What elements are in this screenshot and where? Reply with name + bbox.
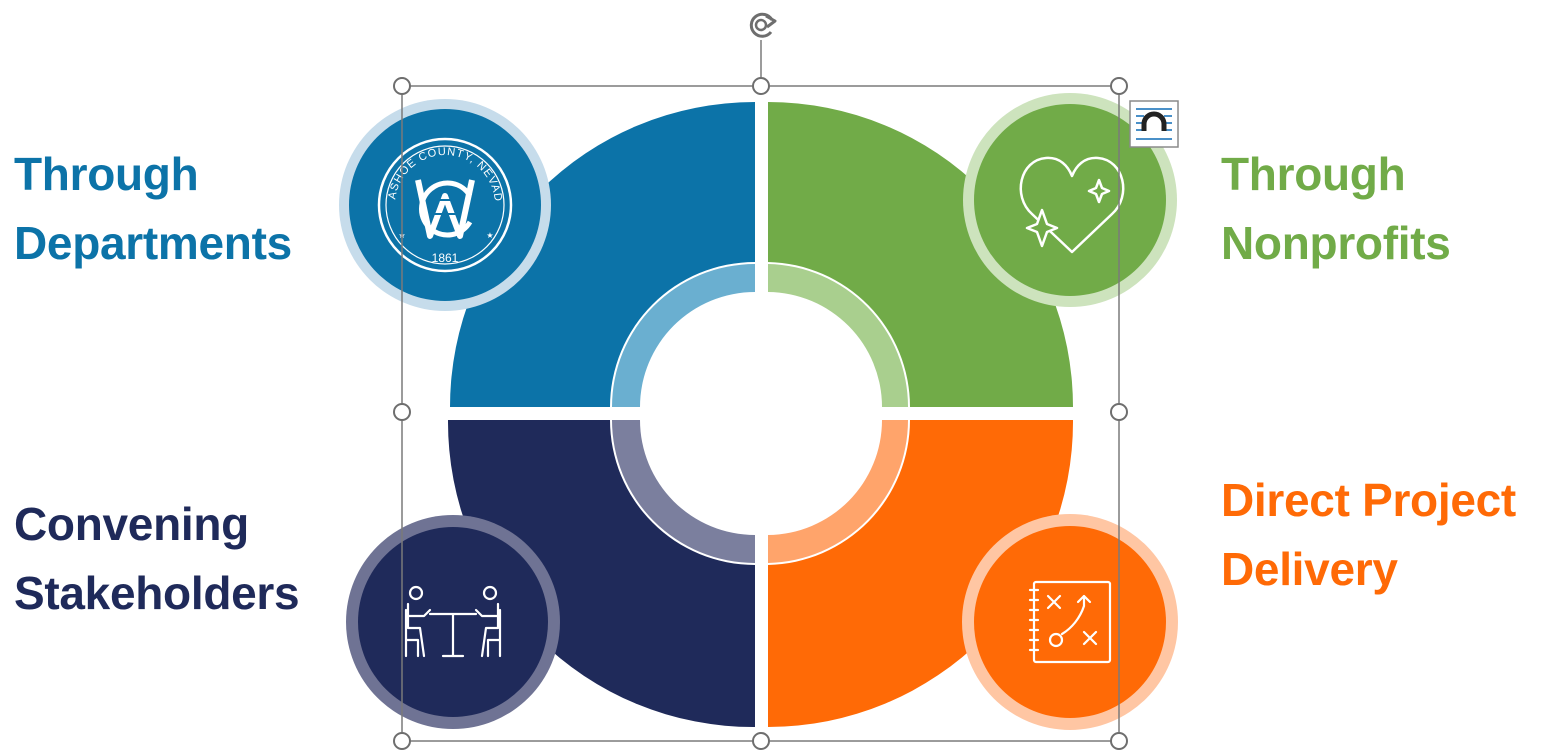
segment-stakeholders[interactable] (447, 420, 755, 728)
resize-handle-top-right[interactable] (1110, 77, 1128, 95)
resize-handle-top-left[interactable] (393, 77, 411, 95)
selection-frame[interactable] (393, 11, 1128, 750)
layout-options-icon[interactable] (1129, 100, 1179, 148)
badge-stakeholders[interactable] (346, 515, 560, 729)
resize-handle-bottom[interactable] (752, 732, 770, 750)
label-line-2: Departments (14, 217, 292, 269)
rotate-icon[interactable] (747, 11, 777, 39)
badge-project-delivery[interactable] (962, 514, 1178, 730)
label-line-2: Delivery (1221, 543, 1398, 595)
meeting-table-icon (404, 585, 502, 658)
label-line-2: Stakeholders (14, 567, 300, 619)
inner-ring (612, 264, 908, 563)
label-direct-project-delivery: Direct Project Delivery (1221, 466, 1516, 604)
inner-ring-stakeholders (612, 420, 755, 563)
label-line-2: Nonprofits (1221, 217, 1451, 269)
resize-handle-left[interactable] (393, 403, 411, 421)
svg-text:★: ★ (486, 231, 493, 240)
badge-nonprofits[interactable] (963, 93, 1177, 307)
resize-handle-bottom-left[interactable] (393, 732, 411, 750)
label-line-1: Through (14, 148, 199, 200)
svg-text:1861: 1861 (432, 251, 459, 265)
resize-handle-top[interactable] (752, 77, 770, 95)
segment-departments[interactable] (450, 102, 755, 407)
label-line-1: Through (1221, 148, 1406, 200)
segment-project-delivery[interactable] (768, 420, 1074, 727)
label-through-departments: Through Departments (14, 140, 292, 278)
resize-handle-bottom-right[interactable] (1110, 732, 1128, 750)
resize-handle-right[interactable] (1110, 403, 1128, 421)
inner-ring-nonprofits (768, 264, 908, 407)
segment-nonprofits[interactable] (768, 102, 1073, 407)
strategy-board-icon (1028, 580, 1112, 664)
ring-segments (447, 102, 1074, 728)
inner-ring-departments (612, 264, 755, 407)
label-line-1: Convening (14, 498, 249, 550)
label-convening-stakeholders: Convening Stakeholders (14, 490, 300, 628)
heart-sparkle-icon (1019, 156, 1125, 254)
label-line-1: Direct Project (1221, 474, 1516, 526)
inner-ring-project-delivery (768, 420, 908, 563)
label-through-nonprofits: Through Nonprofits (1221, 140, 1451, 278)
